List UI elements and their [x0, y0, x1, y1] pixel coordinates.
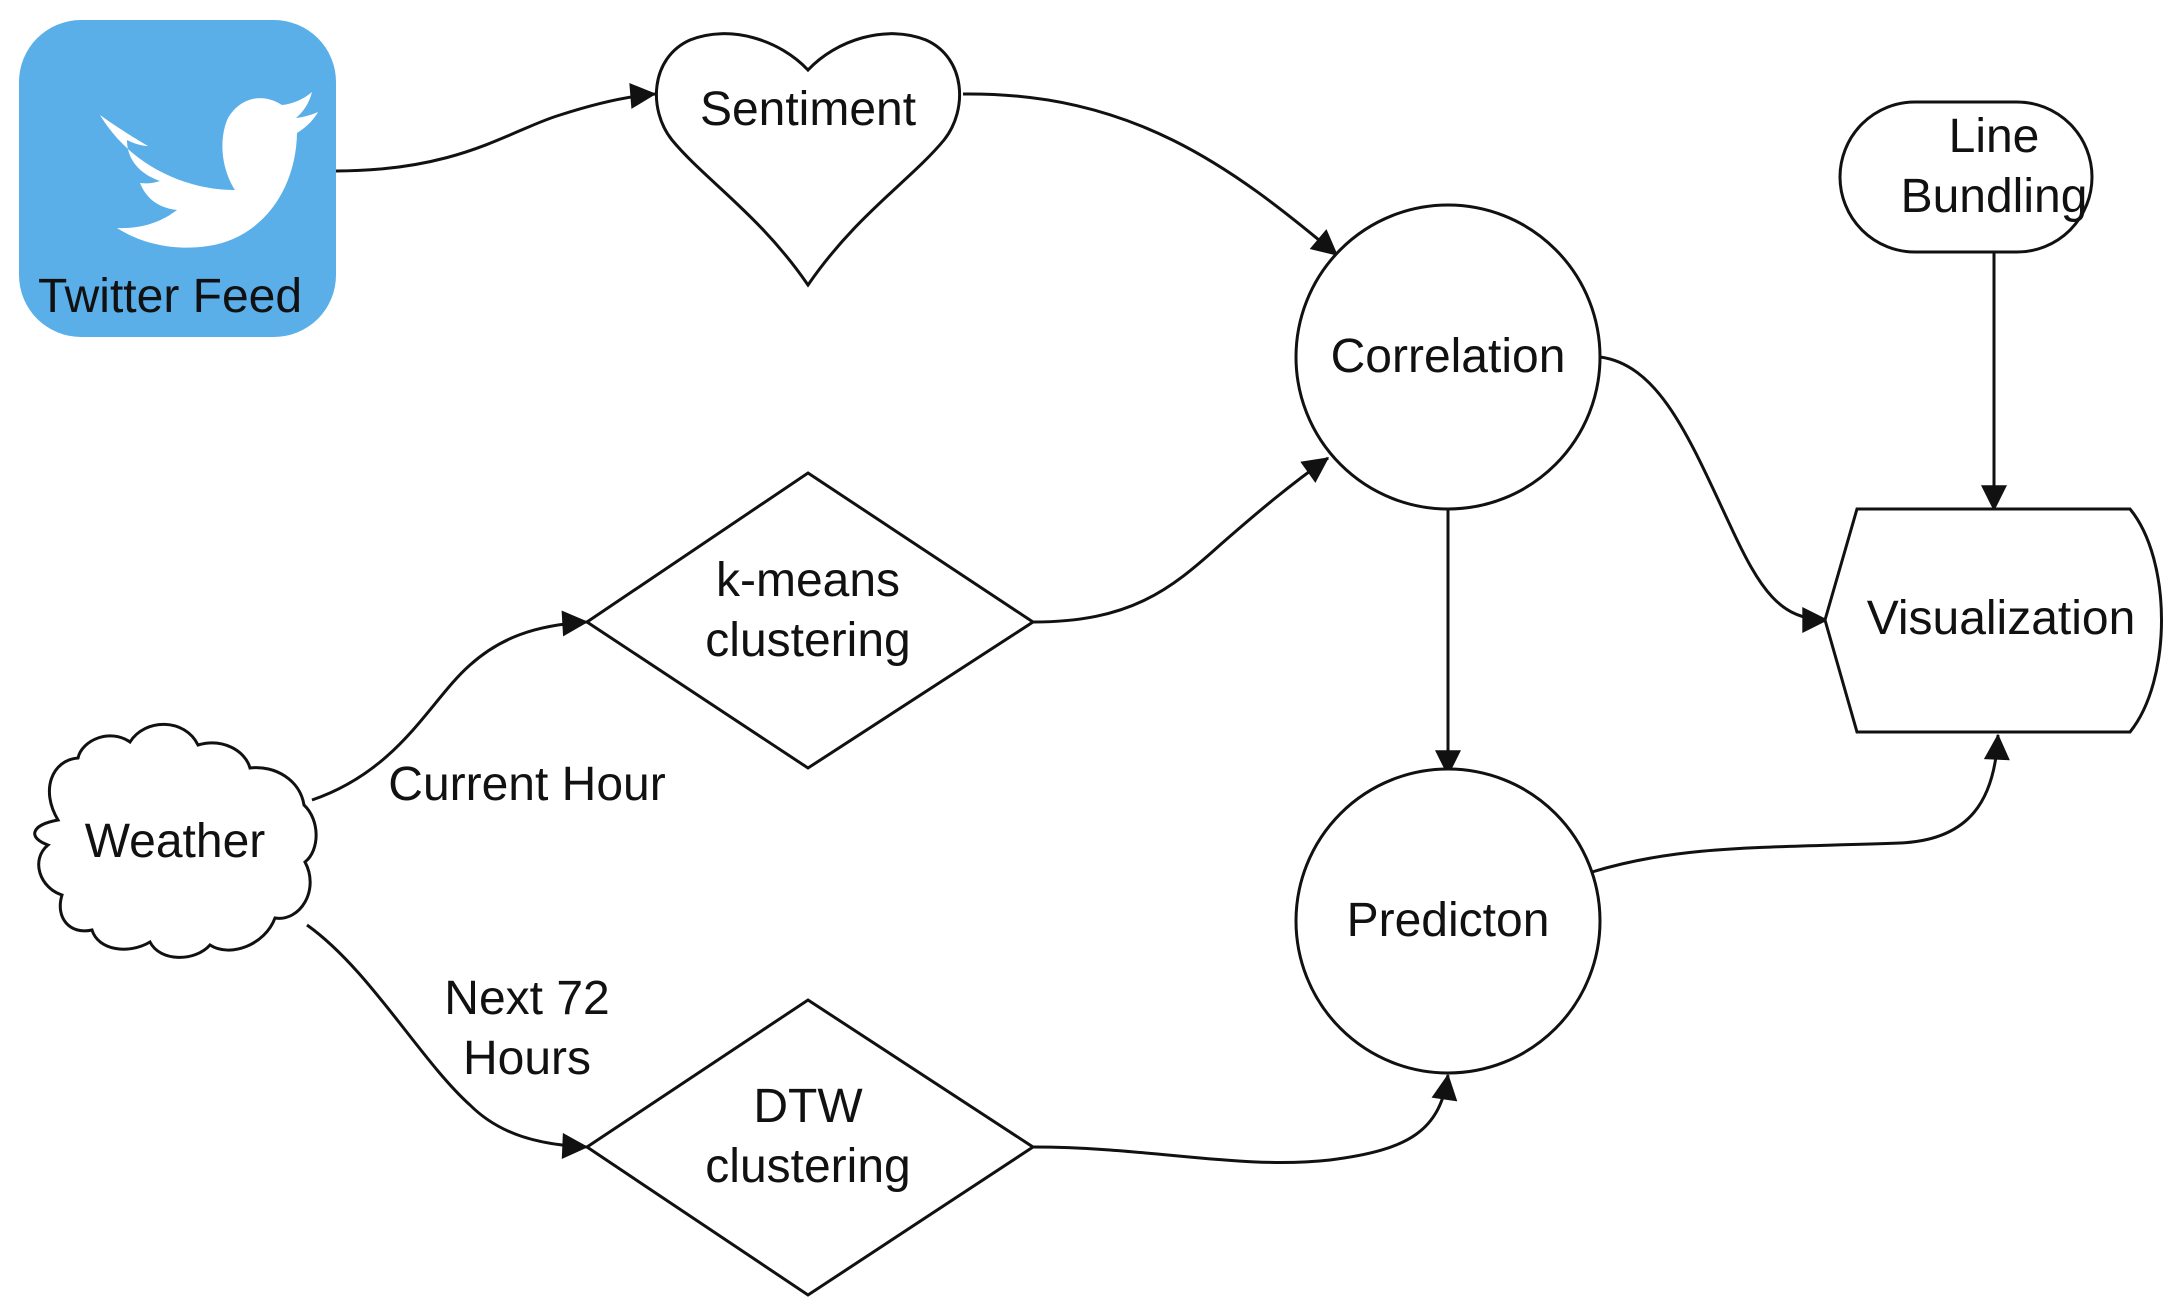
kmeans-label-line1: k-means [716, 554, 900, 607]
line-bundling-box [1838, 100, 2094, 254]
edge-prediction-to-visualization [1591, 733, 2010, 874]
node-line-bundling: Line Bundling [1838, 100, 2094, 254]
line-bundling-label-line2: Bundling [1901, 170, 2088, 223]
node-weather: Weather [33, 722, 318, 959]
sentiment-label: Sentiment [700, 83, 916, 136]
visualization-display-shape [1823, 507, 2163, 734]
edge-weather-to-kmeans [311, 610, 589, 802]
correlation-circle [1294, 203, 1602, 511]
line-bundling-label-line1: Line [1949, 110, 2040, 163]
node-kmeans-clustering: k-means clustering [584, 471, 1036, 770]
weather-label: Weather [85, 815, 266, 868]
edge-weather-to-dtw [306, 923, 589, 1159]
edge-sentiment-to-correlation [962, 92, 1338, 257]
node-sentiment: Sentiment [654, 32, 962, 288]
sentiment-heart-shape [654, 32, 962, 288]
prediction-circle [1294, 767, 1602, 1075]
node-dtw-clustering: DTW clustering [584, 998, 1036, 1297]
dtw-label-line2: clustering [705, 1140, 910, 1193]
node-correlation: Correlation [1294, 203, 1602, 511]
edge-kmeans-to-correlation [1032, 456, 1330, 624]
visualization-label: Visualization [1867, 592, 2136, 645]
edge-dtw-to-prediction [1032, 1073, 1458, 1165]
edge-correlation-to-visualization [1599, 355, 1829, 633]
twitter-feed-label: Twitter Feed [38, 270, 302, 323]
node-twitter-feed: Twitter Feed [19, 20, 336, 337]
weather-cloud-shape [33, 722, 318, 959]
node-prediction: Predicton [1294, 767, 1602, 1075]
prediction-label: Predicton [1347, 894, 1550, 947]
edge-label-next72-line1: Next 72 [444, 972, 609, 1025]
correlation-label: Correlation [1331, 330, 1566, 383]
kmeans-label-line2: clustering [705, 614, 910, 667]
dtw-label-line1: DTW [753, 1080, 863, 1133]
edge-label-current-hour: Current Hour [388, 758, 665, 811]
twitter-bird-icon [100, 92, 318, 248]
kmeans-diamond-shape [584, 471, 1036, 770]
node-visualization: Visualization [1823, 507, 2163, 734]
edge-label-next72-line2: Hours [463, 1032, 591, 1085]
dtw-diamond-shape [584, 998, 1036, 1297]
edge-twitter-to-sentiment [335, 83, 657, 173]
edges [306, 83, 2010, 1165]
